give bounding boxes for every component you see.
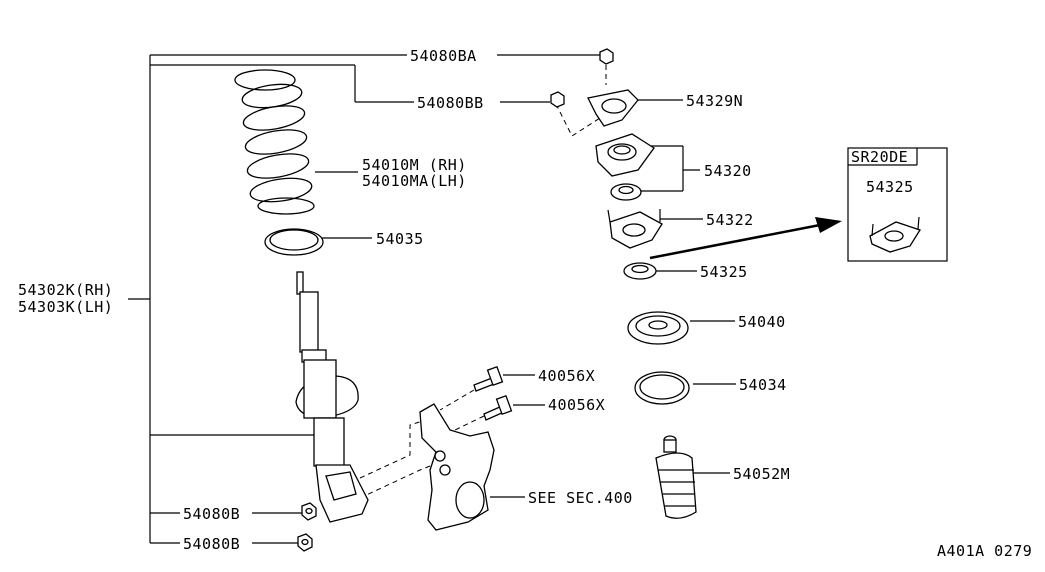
label-spring-lh: 54010MA(LH) [362, 172, 467, 190]
coil-spring [234, 69, 315, 215]
label-strut-rh: 54302K(RH) [18, 281, 113, 299]
label-bolt-b: 40056X [548, 396, 605, 414]
variant-inset [847, 147, 948, 262]
rubber-seat [634, 371, 690, 405]
label-spring-rh: 54010M (RH) [362, 156, 467, 174]
mount-insulator [607, 209, 663, 249]
label-nut-upper-a: 54080BA [410, 47, 477, 65]
label-bearing: 54325 [700, 263, 748, 281]
label-spring-seat: 54035 [376, 230, 424, 248]
mount-plate [587, 89, 639, 127]
label-knuckle-reference: SEE SEC.400 [528, 489, 633, 507]
spring-seat-ring [264, 228, 324, 256]
label-rubber-seat: 54034 [739, 376, 787, 394]
strut-assembly [295, 271, 369, 523]
upper-seat [627, 311, 689, 345]
arrow-to-inset [649, 217, 842, 260]
inset-part-label: 54325 [866, 178, 914, 196]
label-upper-seat: 54040 [738, 313, 786, 331]
part-labels: 54080BA 54080BB 54329N 54010M (RH) 54010… [18, 47, 1032, 560]
upper-nuts [550, 48, 614, 108]
inset-title: SR20DE [851, 148, 908, 166]
label-mount-plate: 54329N [686, 92, 743, 110]
bearing [623, 262, 657, 280]
label-bolt-a: 40056X [538, 367, 595, 385]
bolts [473, 365, 513, 421]
label-strut-lh: 54303K(LH) [18, 298, 113, 316]
label-bound-bumper: 54052M [733, 465, 790, 483]
lower-nuts [297, 502, 317, 552]
label-mount-assembly: 54320 [704, 162, 752, 180]
bound-bumper [655, 435, 697, 519]
leader-lines [128, 54, 894, 544]
steering-knuckle [419, 403, 495, 531]
label-mount-insulator: 54322 [706, 211, 754, 229]
figure-code: A401A 0279 [937, 542, 1032, 560]
mount-assembly [595, 133, 655, 201]
label-nut-lower-b: 54080B [183, 535, 240, 553]
label-nut-upper-b: 54080BB [417, 94, 484, 112]
label-nut-lower-a: 54080B [183, 505, 240, 523]
